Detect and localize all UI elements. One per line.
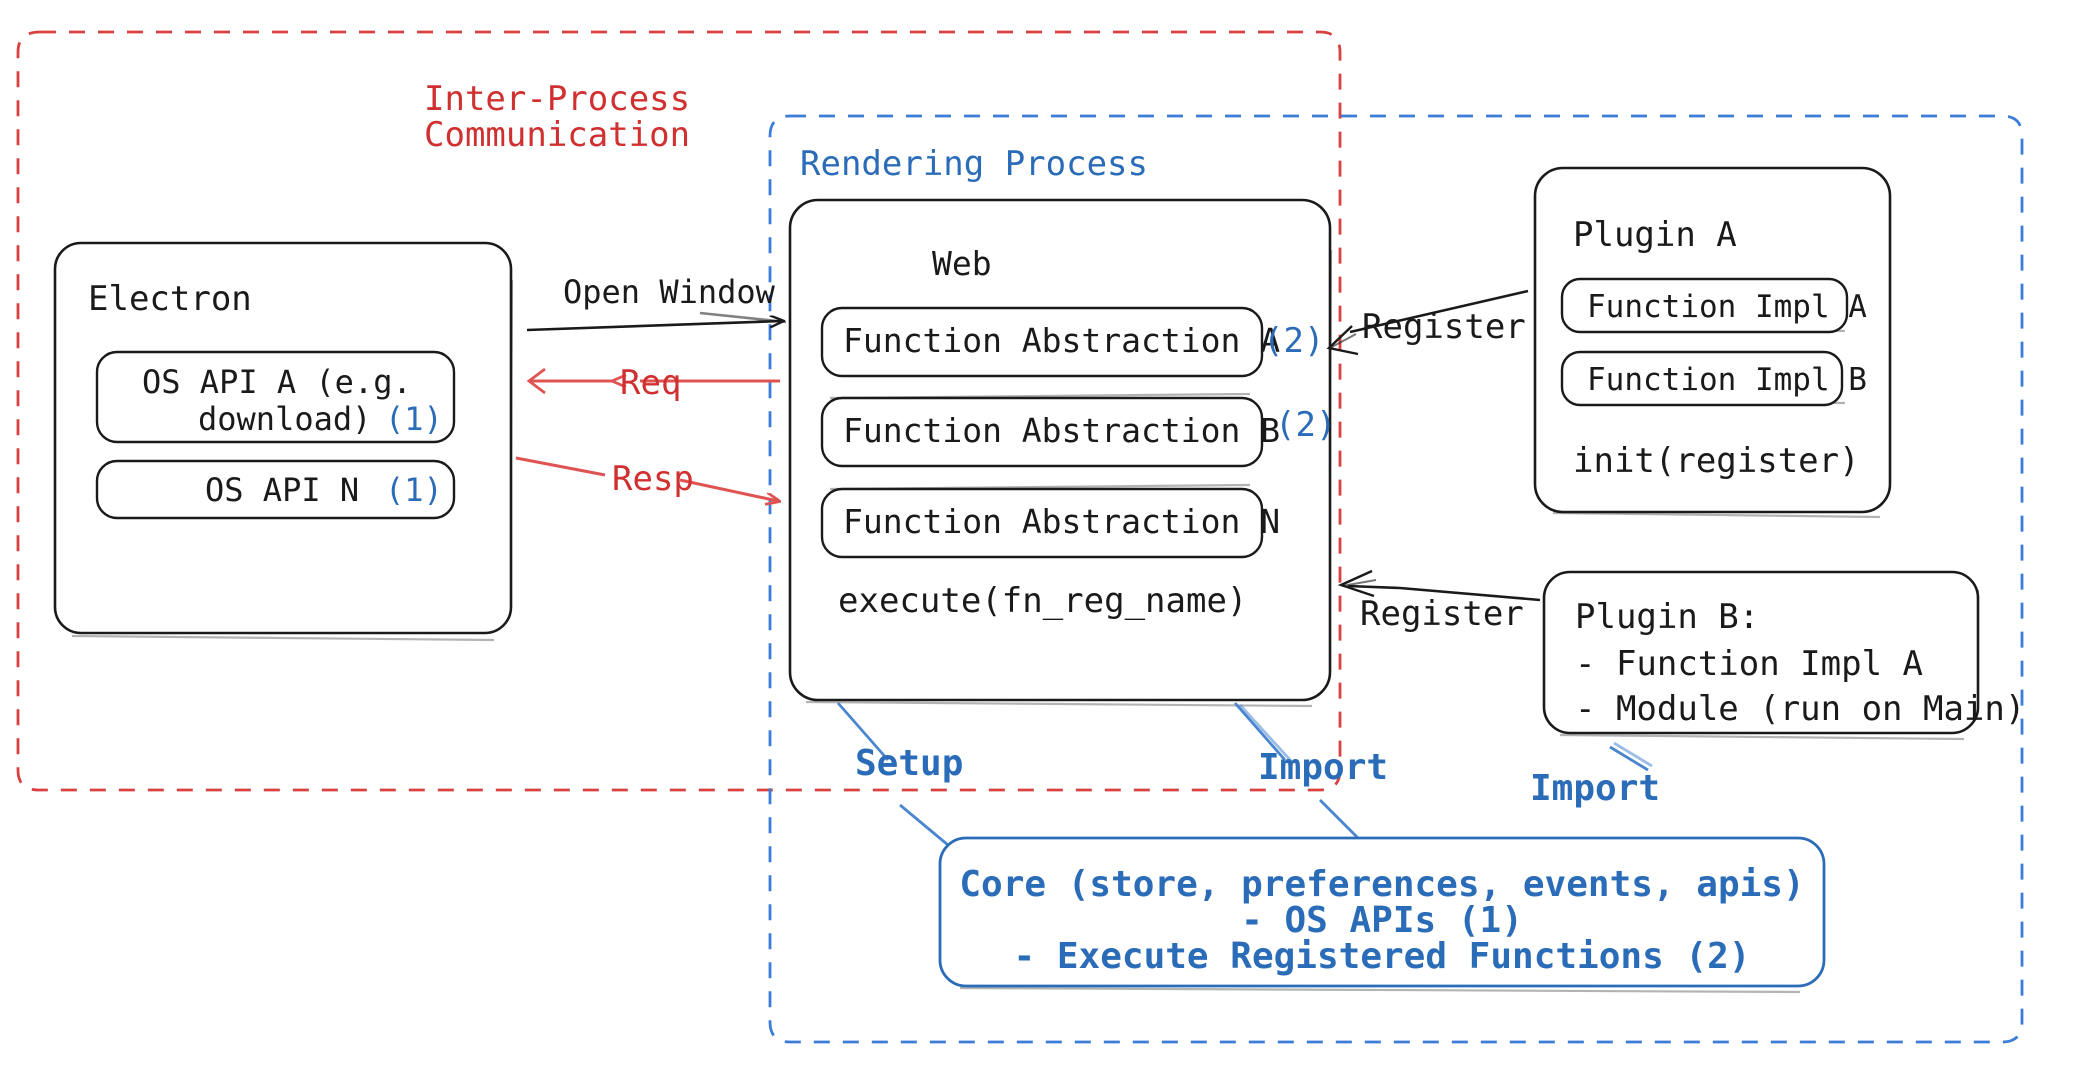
edge-req: Req: [526, 363, 780, 403]
web-box[interactable]: Web Function Abstraction A (2) Function …: [788, 198, 1336, 708]
plugin-a-box[interactable]: Plugin A Function Impl A Function Impl B…: [1533, 166, 1892, 519]
edge-import-plugin-label: Import: [1530, 768, 1660, 809]
rendering-process-group: Rendering Process: [768, 114, 2024, 1044]
edge-setup: Setup: [836, 702, 963, 855]
edge-open-window-label: Open Window: [563, 273, 776, 311]
web-footer: execute(fn_reg_name): [838, 581, 1247, 621]
edge-register-b-label: Register: [1360, 594, 1524, 634]
ipc-label-line1: Inter-Process: [424, 79, 690, 119]
os-api-a-line2: download): [198, 400, 371, 438]
core-box[interactable]: Core (store, preferences, events, apis) …: [938, 836, 1826, 994]
plugin-a-footer: init(register): [1573, 441, 1860, 481]
function-abstraction-n[interactable]: Function Abstraction N: [820, 483, 1280, 559]
plugin-b-item-1: - Module (run on Main): [1575, 689, 2025, 729]
os-api-n-marker: (1): [385, 471, 443, 509]
function-abstraction-b-label: Function Abstraction B: [843, 411, 1280, 450]
os-api-a-line1: OS API A (e.g.: [142, 363, 412, 401]
function-abstraction-b[interactable]: Function Abstraction B (2): [820, 392, 1336, 468]
core-line2: - OS APIs (1): [1241, 900, 1523, 941]
plugin-b-box[interactable]: Plugin B: - Function Impl A - Module (ru…: [1542, 570, 2025, 741]
edge-import-web-label: Import: [1258, 747, 1388, 788]
function-abstraction-b-marker: (2): [1275, 405, 1336, 445]
edge-register-a-label: Register: [1362, 307, 1526, 347]
ipc-label-line2: Communication: [424, 115, 690, 155]
plugin-a-title: Plugin A: [1573, 215, 1737, 255]
plugin-a-item-0[interactable]: Function Impl A: [1560, 277, 1867, 334]
edge-resp: Resp: [515, 456, 778, 501]
web-title: Web: [932, 244, 992, 283]
os-api-n-label: OS API N: [205, 471, 359, 509]
plugin-b-item-0: - Function Impl A: [1575, 644, 1923, 684]
plugin-a-item-0-label: Function Impl A: [1587, 289, 1867, 325]
electron-title: Electron: [88, 279, 252, 319]
edge-resp-label: Resp: [612, 459, 694, 499]
plugin-a-item-1[interactable]: Function Impl B: [1560, 350, 1867, 407]
os-api-n-item[interactable]: OS API N (1): [95, 459, 456, 520]
core-line1: Core (store, preferences, events, apis): [959, 864, 1804, 905]
edge-import-plugin: Import: [1530, 741, 1660, 868]
plugin-a-item-1-label: Function Impl B: [1587, 362, 1867, 398]
electron-box[interactable]: Electron OS API A (e.g. download) (1) OS…: [53, 241, 514, 642]
rendering-process-label: Rendering Process: [800, 144, 1148, 184]
function-abstraction-a[interactable]: Function Abstraction A (2): [820, 306, 1324, 378]
os-api-a-marker: (1): [385, 400, 443, 438]
edge-setup-label: Setup: [855, 743, 963, 784]
function-abstraction-a-marker: (2): [1263, 321, 1324, 361]
function-abstraction-n-label: Function Abstraction N: [843, 502, 1280, 541]
edge-register-a: Register: [1326, 289, 1529, 356]
function-abstraction-a-label: Function Abstraction A: [843, 321, 1280, 360]
core-line3: - Execute Registered Functions (2): [1014, 936, 1751, 977]
plugin-b-title: Plugin B:: [1575, 597, 1759, 637]
os-api-a-item[interactable]: OS API A (e.g. download) (1): [95, 350, 456, 444]
edge-register-b: Register: [1337, 569, 1541, 634]
edge-open-window: Open Window: [526, 273, 787, 332]
ipc-group: Inter-Process Communication: [16, 30, 1342, 792]
edge-req-label: Req: [620, 363, 681, 403]
edge-import-web: Import: [1233, 702, 1388, 852]
